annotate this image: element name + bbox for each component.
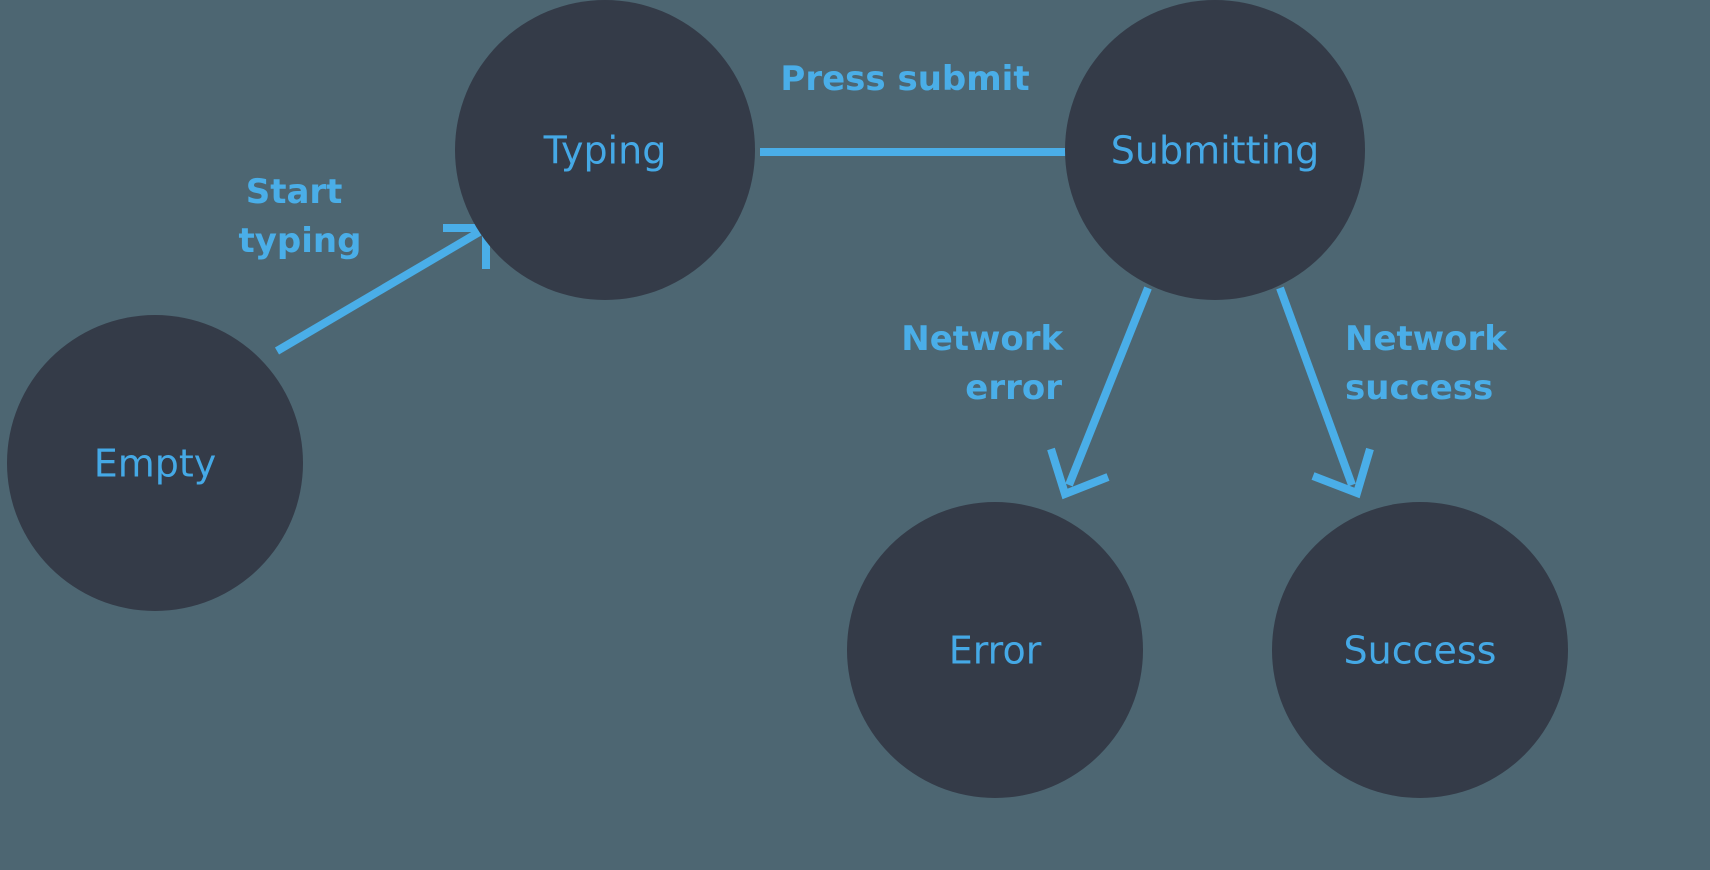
arrowhead-icon xyxy=(1311,447,1374,499)
node-label: Error xyxy=(949,629,1042,673)
edge-line xyxy=(1065,286,1152,487)
edge-line xyxy=(1276,286,1356,487)
edge-label-network-error: Network error xyxy=(901,319,1075,408)
node-label: Typing xyxy=(543,129,667,173)
edge-label-line: typing xyxy=(239,221,362,261)
node-circle xyxy=(455,0,755,300)
state-node-submitting[interactable]: Submitting xyxy=(1065,0,1365,300)
edge-label-start-typing: Start typing xyxy=(239,172,362,261)
node-label: Empty xyxy=(94,442,217,486)
edge-label-line: Press submit xyxy=(780,59,1029,99)
node-layer: Empty Typing Submitting Error Success xyxy=(7,0,1568,798)
node-label: Success xyxy=(1344,629,1497,673)
state-node-success[interactable]: Success xyxy=(1272,502,1568,798)
edge-submitting-to-error[interactable]: Network error xyxy=(901,286,1152,500)
state-node-typing[interactable]: Typing xyxy=(455,0,755,300)
edge-empty-to-typing[interactable]: Start typing xyxy=(239,172,490,355)
node-circle xyxy=(7,315,303,611)
edge-layer: Start typing Press submit Network error xyxy=(239,59,1519,500)
node-circle xyxy=(1272,502,1568,798)
node-circle xyxy=(847,502,1143,798)
edge-label-line: error xyxy=(965,368,1062,408)
state-node-error[interactable]: Error xyxy=(847,502,1143,798)
edge-line xyxy=(274,227,484,355)
state-node-empty[interactable]: Empty xyxy=(7,315,303,611)
node-label: Submitting xyxy=(1111,129,1319,173)
edge-label-line: Network xyxy=(901,319,1064,359)
edge-label-line: Start xyxy=(246,172,343,212)
edge-label-line: success xyxy=(1345,368,1493,408)
arrowhead-icon xyxy=(1047,447,1110,500)
edge-submitting-to-success[interactable]: Network success xyxy=(1276,286,1519,499)
edge-label-line: Network xyxy=(1345,319,1508,359)
node-circle xyxy=(1065,0,1365,300)
edge-label-network-success: Network success xyxy=(1345,319,1519,408)
edge-label-press-submit: Press submit xyxy=(780,59,1029,99)
